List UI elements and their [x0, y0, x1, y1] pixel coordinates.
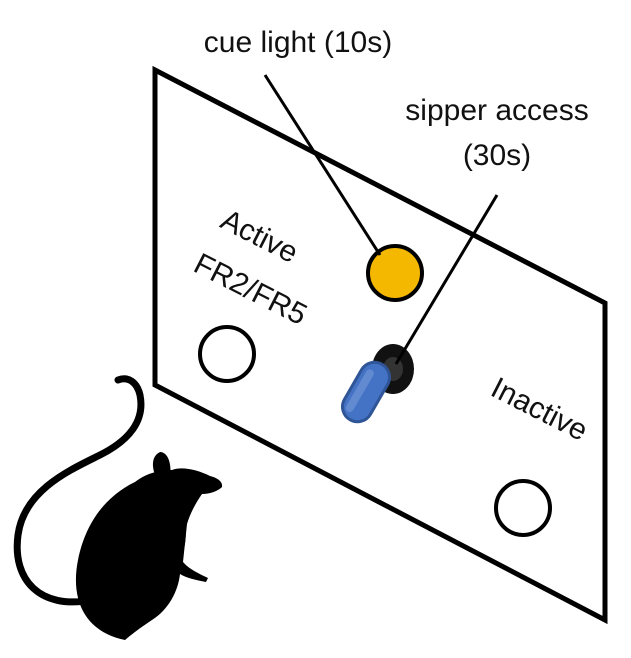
rat-silhouette-icon	[13, 375, 223, 640]
cue-light-pointer	[263, 74, 382, 256]
cue-light-icon	[366, 244, 424, 302]
active-nosepoke-icon	[198, 325, 256, 383]
cue-light-label: cue light (10s)	[204, 26, 392, 59]
operant-panel	[152, 65, 608, 625]
inactive-nosepoke-icon	[494, 479, 552, 537]
sipper-label-line1: sipper access	[405, 94, 588, 127]
sipper-pointer	[394, 194, 499, 365]
sipper-label-line2: (30s)	[463, 139, 531, 172]
